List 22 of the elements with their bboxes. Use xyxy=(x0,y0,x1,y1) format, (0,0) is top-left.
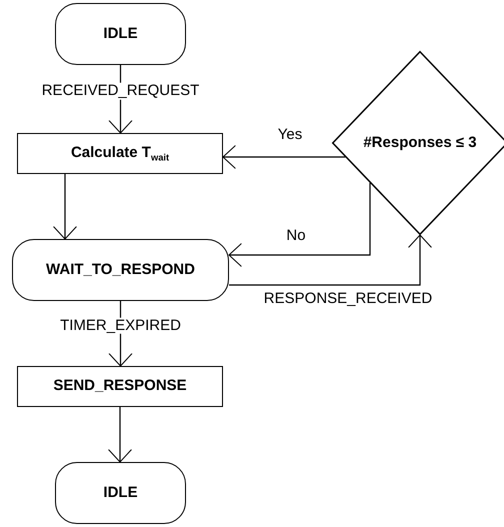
state-box xyxy=(55,462,186,524)
process-box xyxy=(17,133,223,174)
node-label: #Responses ≤ 3 xyxy=(363,134,477,152)
decision-diamond xyxy=(332,51,504,235)
node-label: Calculate T$_{wait}$ xyxy=(70,144,170,162)
edge-label: RESPONSE_RECEIVED xyxy=(262,290,434,308)
node-label: IDLE xyxy=(103,484,138,502)
process-box xyxy=(17,366,223,407)
state-box xyxy=(12,239,229,301)
arrow xyxy=(53,174,77,240)
edge-label: No xyxy=(285,228,307,244)
arrow xyxy=(108,407,132,462)
arrow xyxy=(229,234,432,286)
arrow xyxy=(228,182,371,267)
node-label: IDLE xyxy=(103,26,138,42)
state-box xyxy=(55,3,186,65)
edge-label: Yes xyxy=(276,126,304,144)
arrow xyxy=(222,145,346,169)
edge-label: RECEIVED_REQUEST xyxy=(40,82,200,100)
node-label: WAIT_TO_RESPOND xyxy=(46,262,195,278)
node-label: SEND_RESPONSE xyxy=(53,378,187,395)
edge-label: TIMER_EXPIRED xyxy=(59,317,182,334)
